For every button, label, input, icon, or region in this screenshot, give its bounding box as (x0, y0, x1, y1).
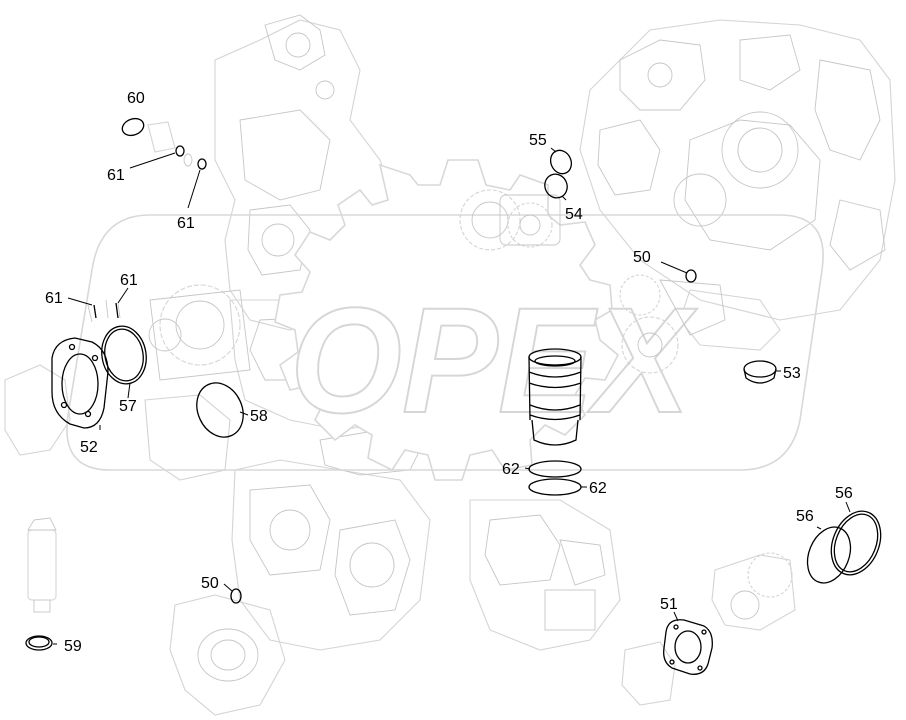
pin-61-c (93, 304, 97, 319)
gasket-51 (663, 619, 713, 675)
pin-61-d (115, 302, 119, 319)
o-ring-54 (544, 173, 568, 199)
callout-60: 60 (127, 90, 145, 107)
o-ring-50-b (230, 588, 242, 604)
callout-61-d: 61 (120, 272, 138, 289)
callout-57: 57 (119, 398, 137, 415)
callout-61-b: 61 (177, 215, 195, 232)
o-ring-56-b (830, 510, 882, 576)
opex-watermark: OPEX (66, 159, 824, 481)
highlighted-parts (25, 117, 882, 675)
engine-background (4, 14, 896, 716)
callout-58: 58 (250, 408, 268, 425)
cylinder-liner (528, 348, 582, 446)
callout-61-c: 61 (45, 290, 63, 307)
o-ring-57 (101, 325, 147, 385)
o-ring-62-b (528, 478, 582, 496)
o-ring-55 (549, 149, 573, 175)
callout-50-b: 50 (201, 575, 219, 592)
watermark-text: OPEX (290, 276, 698, 444)
o-ring-50-a (685, 269, 697, 283)
callout-labels: 60 61 61 61 61 52 57 58 55 54 50 53 62 6… (45, 90, 853, 655)
callout-56-b: 56 (835, 485, 853, 502)
o-ring-59 (25, 635, 53, 651)
callout-55: 55 (529, 132, 547, 149)
o-ring-61-a (175, 145, 185, 157)
gear-assemblies (27, 121, 796, 631)
leader-lines (53, 147, 851, 645)
callout-50-a: 50 (633, 249, 651, 266)
callout-51: 51 (660, 596, 678, 613)
callout-54: 54 (565, 206, 583, 223)
o-ring-58 (196, 382, 244, 438)
gasket-52 (51, 337, 109, 429)
callout-61-a: 61 (107, 167, 125, 184)
callout-53: 53 (783, 365, 801, 382)
callout-62-a: 62 (502, 461, 520, 478)
o-ring-61-b (197, 158, 207, 170)
o-ring-60 (121, 117, 145, 137)
callout-56-a: 56 (796, 508, 814, 525)
callout-62-b: 62 (589, 480, 607, 497)
callout-59: 59 (64, 638, 82, 655)
o-ring-56-a (806, 526, 852, 584)
callout-52: 52 (80, 439, 98, 456)
